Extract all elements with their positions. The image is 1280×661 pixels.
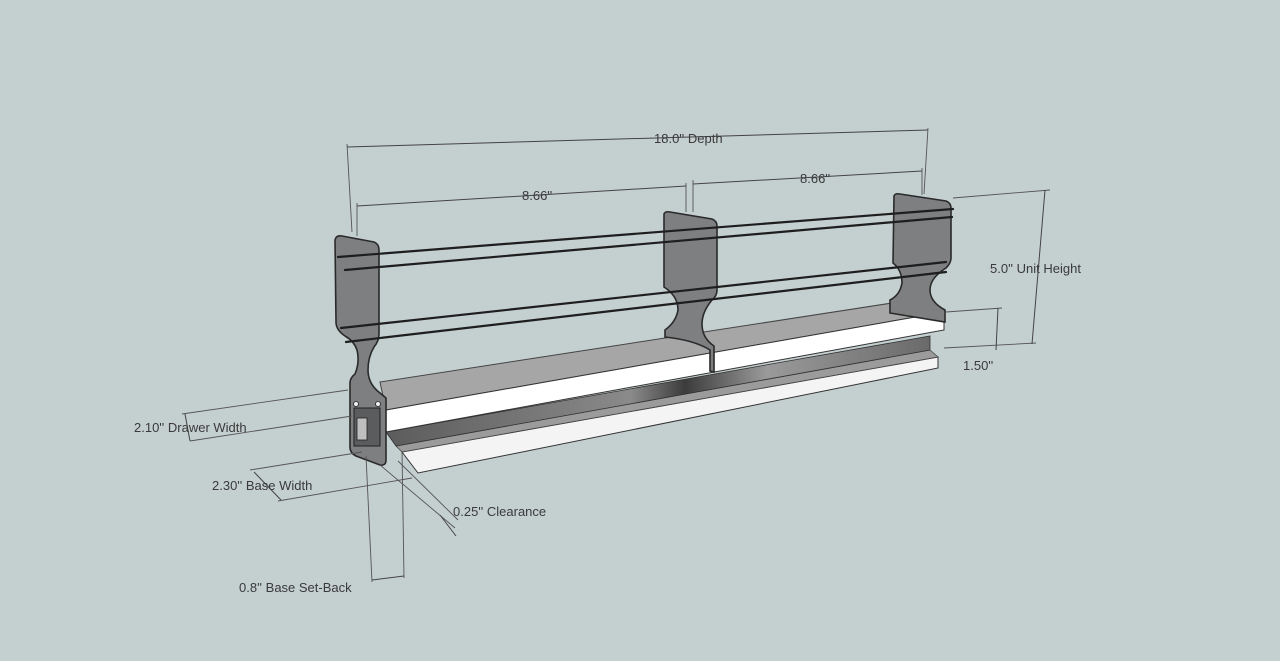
base-setback-dimension-line xyxy=(371,575,405,581)
lower-rail-inner xyxy=(339,260,948,330)
base-height-label: 1.50'' xyxy=(963,358,993,373)
base-setback-label: 0.8'' Base Set-Back xyxy=(239,580,352,595)
dimension-lines xyxy=(181,127,1051,583)
dimension-labels: 18.0'' Depth 8.66'' 8.66'' 5.0'' Unit He… xyxy=(134,131,1081,595)
upper-rail-inner xyxy=(336,207,955,259)
base-height-dimension-line xyxy=(995,307,999,351)
drawer-width-dimension-line xyxy=(184,413,191,442)
base-width-label: 2.30'' Base Width xyxy=(212,478,312,493)
screw-icon xyxy=(353,401,359,407)
drawer-width-label: 2.10'' Drawer Width xyxy=(134,420,247,435)
clearance-label: 0.25'' Clearance xyxy=(453,504,546,519)
left-section-dimension-line xyxy=(356,185,687,207)
left-section-label: 8.66'' xyxy=(522,188,552,203)
depth-label: 18.0'' Depth xyxy=(654,131,723,146)
lower-rail-outer xyxy=(344,270,948,344)
screw-icon xyxy=(375,401,381,407)
middle-divider-panel xyxy=(663,210,718,374)
right-section-label: 8.66'' xyxy=(800,171,830,186)
right-section-dimension-line xyxy=(692,170,923,185)
front-panel-latch xyxy=(356,417,368,441)
depth-dimension-line xyxy=(346,129,929,148)
upper-rail-outer xyxy=(343,215,954,272)
unit-height-dimension-line xyxy=(1031,189,1046,345)
unit-height-label: 5.0'' Unit Height xyxy=(990,261,1081,276)
clearance-dimension-line xyxy=(439,514,457,537)
back-side-panel xyxy=(889,192,952,323)
rack-body xyxy=(334,192,955,474)
slide-rail xyxy=(385,335,931,447)
base-width-dimension-line xyxy=(253,471,282,501)
